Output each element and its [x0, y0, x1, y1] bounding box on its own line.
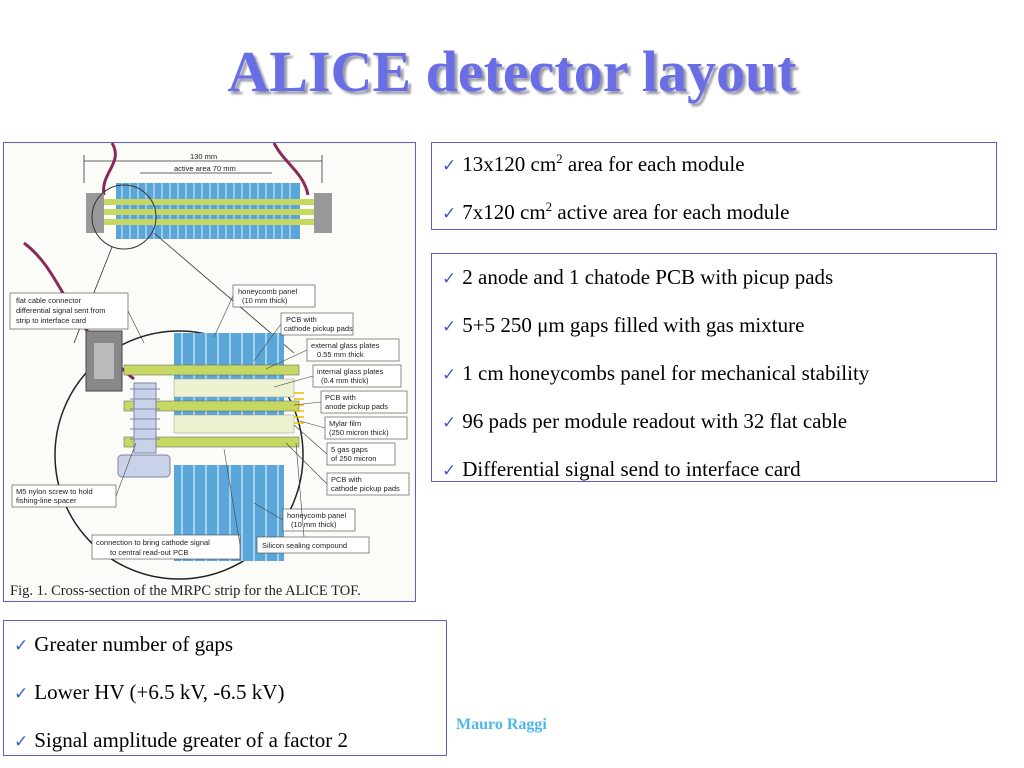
- pcb-details-list: ✓2 anode and 1 chatode PCB with picup pa…: [432, 254, 996, 494]
- mrpc-cross-section-figure: 130 mm active area 70 mm: [3, 142, 416, 602]
- label-honeycomb-bot-1: honeycomb panel: [287, 511, 347, 520]
- label-active-area: active area 70 mm: [174, 164, 236, 173]
- check-mark-icon: ✓: [14, 636, 29, 656]
- module-area-list: ✓13x120 cm2 area for each module ✓7x120 …: [432, 141, 996, 237]
- label-connection-1: connection to bring cathode signal: [96, 538, 210, 547]
- list-item: ✓Lower HV (+6.5 kV, -6.5 kV): [14, 680, 285, 704]
- check-mark-icon: ✓: [442, 317, 457, 337]
- slide-title: ALICE detector layout: [227, 39, 797, 104]
- label-screw-1: M5 nylon screw to hold: [16, 487, 93, 496]
- check-mark-icon: ✓: [14, 732, 29, 752]
- check-mark-icon: ✓: [442, 269, 457, 289]
- list-item: ✓96 pads per module readout with 32 flat…: [442, 409, 848, 433]
- label-mylar-1: Mylar film: [329, 419, 361, 428]
- pcb-details-box: ✓2 anode and 1 chatode PCB with picup pa…: [431, 253, 997, 482]
- check-mark-icon: ✓: [442, 413, 457, 433]
- label-mylar-2: (250 micron thick): [329, 428, 389, 437]
- author-name: Mauro Raggi: [456, 716, 547, 733]
- label-ext-glass-2: 0.55 mm thick: [317, 350, 364, 359]
- label-130mm: 130 mm: [190, 152, 217, 161]
- gaps-box: ✓Greater number of gaps ✓Lower HV (+6.5 …: [3, 620, 447, 756]
- list-item: ✓Signal amplitude greater of a factor 2: [14, 728, 348, 752]
- list-item: ✓Greater number of gaps: [14, 632, 234, 656]
- list-item: ✓13x120 cm2 area for each module: [442, 151, 745, 176]
- label-int-glass-2: (0.4 mm thick): [321, 376, 369, 385]
- label-honeycomb-bot-2: (10 mm thick): [291, 520, 337, 529]
- gaps-list: ✓Greater number of gaps ✓Lower HV (+6.5 …: [4, 621, 446, 765]
- label-pcb-cathode-bot-2: cathode pickup pads: [331, 484, 400, 493]
- check-mark-icon: ✓: [442, 461, 457, 481]
- label-honeycomb-top-2: (10 mm thick): [242, 296, 288, 305]
- label-ext-glass-1: external glass plates: [311, 341, 380, 350]
- label-screw-2: fishing-line spacer: [16, 496, 77, 505]
- label-gaps-2: of 250 micron: [331, 454, 376, 463]
- label-honeycomb-top-1: honeycomb panel: [238, 287, 298, 296]
- label-flat-cable-1: flat cable connector: [16, 296, 82, 305]
- list-item: ✓7x120 cm2 active area for each module: [442, 199, 790, 224]
- label-gaps-1: 5 gas gaps: [331, 445, 368, 454]
- list-item: ✓Differential signal send to interface c…: [442, 457, 801, 481]
- label-pcb-cathode-top-1: PCB with: [286, 315, 317, 324]
- list-item: ✓5+5 250 μm gaps filled with gas mixture: [442, 313, 805, 337]
- list-item: ✓2 anode and 1 chatode PCB with picup pa…: [442, 265, 834, 289]
- label-pcb-anode-2: anode pickup pads: [325, 402, 388, 411]
- label-silicon: Silicon sealing compound: [262, 541, 347, 550]
- label-pcb-cathode-bot-1: PCB with: [331, 475, 362, 484]
- check-mark-icon: ✓: [442, 365, 457, 385]
- label-pcb-anode-1: PCB with: [325, 393, 356, 402]
- check-mark-icon: ✓: [442, 156, 457, 176]
- check-mark-icon: ✓: [442, 204, 457, 224]
- list-item: ✓1 cm honeycombs panel for mechanical st…: [442, 361, 870, 385]
- label-flat-cable-3: strip to interface card: [16, 316, 86, 325]
- figure-caption: Fig. 1. Cross-section of the MRPC strip …: [10, 583, 361, 599]
- module-area-box: ✓13x120 cm2 area for each module ✓7x120 …: [431, 142, 997, 230]
- label-flat-cable-2: differential signal sent from: [16, 306, 106, 315]
- mrpc-diagram: 130 mm active area 70 mm: [9, 143, 410, 580]
- check-mark-icon: ✓: [14, 684, 29, 704]
- label-pcb-cathode-top-2: cathode pickup pads: [284, 324, 353, 333]
- label-connection-2: to central read-out PCB: [110, 548, 188, 557]
- label-int-glass-1: internal glass plates: [317, 367, 384, 376]
